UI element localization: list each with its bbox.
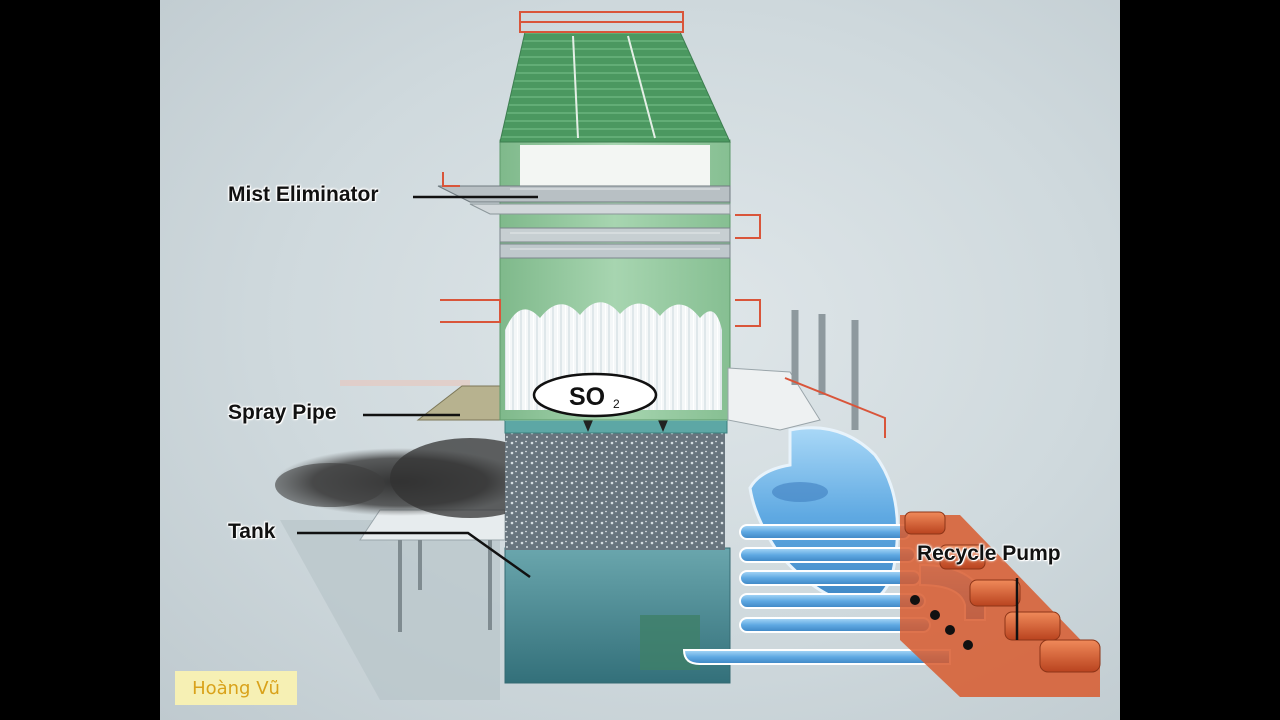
so2-text: SO: [569, 383, 605, 411]
label-recycle-pump: Recycle Pump: [917, 542, 1061, 565]
roof-duct: [499, 11, 731, 143]
platform-legs: [398, 540, 492, 632]
label-tank: Tank: [228, 520, 276, 543]
right-handrail: [784, 377, 886, 438]
author-watermark: Hoàng Vũ: [175, 671, 297, 705]
label-mist-eliminator: Mist Eliminator: [228, 183, 379, 206]
outlet-duct: [727, 367, 821, 431]
label-spray-pipe: Spray Pipe: [228, 401, 337, 424]
recycle-pumps: [900, 511, 1101, 697]
tank-leader: [297, 531, 531, 579]
spray-nozzles: [583, 420, 668, 432]
tank-body: [504, 547, 731, 684]
tower-outlet-window: [520, 145, 710, 187]
letterbox-right: [1120, 0, 1280, 720]
so2-subscript: 2: [613, 397, 620, 411]
absorption-zone: [505, 432, 725, 550]
exhaust-stacks: [791, 310, 859, 430]
ground-shadow: [280, 520, 500, 700]
leader-lines: [297, 195, 1019, 640]
handrails: [440, 172, 761, 327]
flue-gas-smoke: [275, 438, 550, 518]
letterbox-left: [0, 0, 160, 720]
so2-bubble: SO 2: [532, 372, 658, 418]
